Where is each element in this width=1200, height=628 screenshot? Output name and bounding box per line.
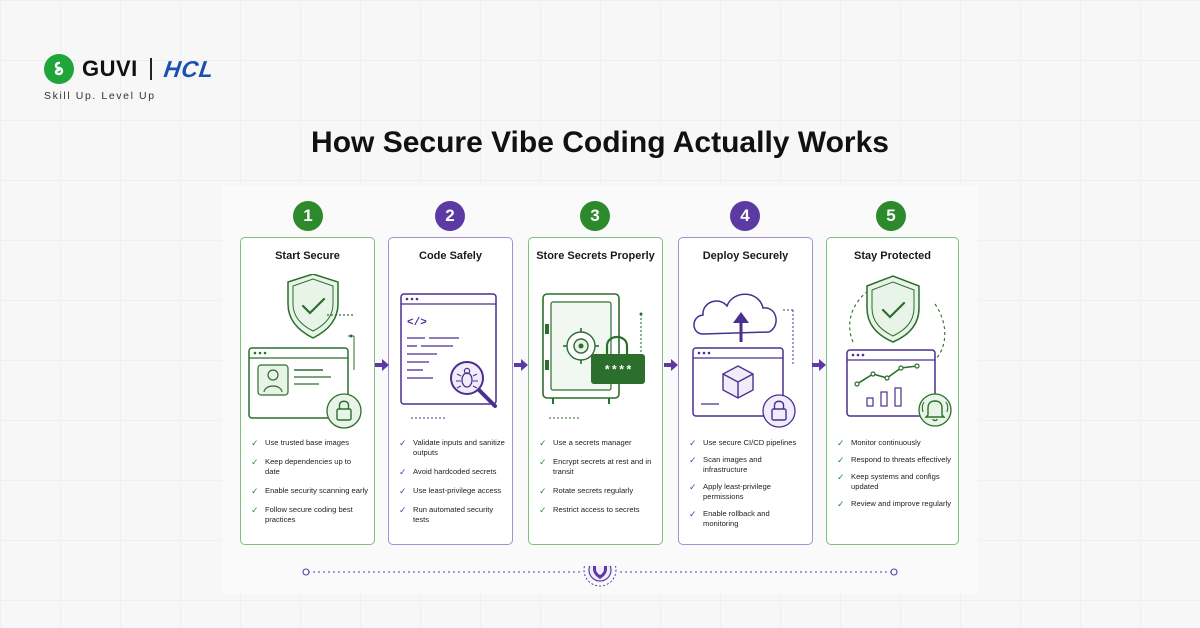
list-item: ✓Avoid hardcoded secrets	[399, 467, 497, 477]
bullet-list: ✓Validate inputs and sanitize outputs ✓A…	[399, 438, 506, 534]
check-icon: ✓	[689, 455, 697, 465]
check-icon: ✓	[837, 472, 845, 482]
check-icon: ✓	[399, 505, 407, 515]
list-item: ✓Enable security scanning early	[251, 486, 368, 496]
check-icon: ✓	[539, 486, 547, 496]
check-icon: ✓	[539, 438, 547, 448]
arrow-right-icon	[514, 359, 528, 371]
step-card-deploy-securely: Deploy Securely ✓Use secure CI/CD pipeli…	[678, 237, 813, 545]
list-item: ✓Scan images and infrastructure	[689, 455, 762, 474]
arrow-right-icon	[812, 359, 826, 371]
list-item: ✓Validate inputs and sanitize outputs	[399, 438, 505, 457]
list-item: ✓Respond to threats effectively	[837, 455, 951, 465]
check-icon: ✓	[399, 467, 407, 477]
list-item: ✓Use trusted base images	[251, 438, 349, 448]
arrow-right-icon	[375, 359, 389, 371]
check-icon: ✓	[837, 455, 845, 465]
check-icon: ✓	[689, 482, 697, 492]
check-icon: ✓	[539, 457, 547, 467]
step-card-store-secrets: Store Secrets Properly **** ✓Use a secre…	[528, 237, 663, 545]
list-item: ✓Apply least-privilege permissions	[689, 482, 771, 501]
step-card-code-safely: Code Safely </> ✓	[388, 237, 513, 545]
check-icon: ✓	[689, 509, 697, 519]
check-icon: ✓	[251, 505, 259, 515]
svg-text:****: ****	[604, 364, 633, 378]
shield-browser-profile-lock-icon	[241, 273, 374, 434]
list-item: ✓Use secure CI/CD pipelines	[689, 438, 797, 448]
code-window-bug-magnifier-icon: </>	[389, 274, 512, 434]
guvi-logo-icon	[44, 54, 74, 84]
brand-logo: GUVI HCL Skill Up. Level Up	[44, 54, 216, 102]
check-icon: ✓	[837, 499, 845, 509]
list-item: ✓Run automated security tests	[399, 505, 494, 524]
step-number-3: 3	[580, 201, 610, 231]
step-number-2: 2	[435, 201, 465, 231]
check-icon: ✓	[399, 438, 407, 448]
page-title: How Secure Vibe Coding Actually Works	[311, 126, 889, 159]
list-item: ✓Use least-privilege access	[399, 486, 502, 496]
step-number-5: 5	[876, 201, 906, 231]
list-item: ✓Keep systems and configs updated	[837, 472, 940, 491]
brand-divider	[149, 58, 152, 80]
card-title: Start Secure	[275, 250, 340, 262]
check-icon: ✓	[539, 505, 547, 515]
list-item: ✓Encrypt secrets at rest and in transit	[539, 457, 652, 476]
check-icon: ✓	[689, 438, 697, 448]
check-icon: ✓	[251, 486, 259, 496]
list-item: ✓Keep dependencies up to date	[251, 457, 352, 476]
step-number-4: 4	[730, 201, 760, 231]
card-title: Code Safely	[419, 250, 482, 262]
vault-padlock-password-icon: ****	[529, 274, 662, 434]
arrow-right-icon	[664, 359, 678, 371]
guvi-wordmark: GUVI	[82, 56, 138, 81]
bullet-list: ✓Monitor continuously ✓Respond to threat…	[837, 438, 952, 516]
list-item: ✓Monitor continuously	[837, 438, 921, 448]
check-icon: ✓	[251, 457, 259, 467]
card-title: Stay Protected	[853, 250, 932, 262]
step-card-start-secure: Start Secure ✓Use trusted base images ✓K	[240, 237, 375, 545]
list-item: ✓Follow secure coding best practices	[251, 505, 353, 524]
shield-dashboard-bell-icon	[827, 274, 958, 434]
svg-text:</>: </>	[407, 317, 427, 329]
list-item: ✓Review and improve regularly	[837, 499, 952, 509]
step-number-1: 1	[293, 201, 323, 231]
list-item: ✓Restrict access to secrets	[539, 505, 640, 515]
cloud-upload-container-lock-icon	[679, 274, 812, 434]
card-title: Deploy Securely	[702, 250, 789, 262]
check-icon: ✓	[251, 438, 259, 448]
list-item: ✓Use a secrets manager	[539, 438, 632, 448]
step-card-stay-protected: Stay Protected ✓Monitor contin	[826, 237, 959, 545]
list-item: ✓Rotate secrets regularly	[539, 486, 634, 496]
bullet-list: ✓Use secure CI/CD pipelines ✓Scan images…	[689, 438, 806, 536]
footer-connector	[302, 566, 898, 587]
bullet-list: ✓Use trusted base images ✓Keep dependenc…	[251, 438, 368, 534]
check-icon: ✓	[837, 438, 845, 448]
hcl-wordmark: HCL	[162, 55, 216, 82]
bullet-list: ✓Use a secrets manager ✓Encrypt secrets …	[539, 438, 656, 524]
card-title: Store Secrets Properly	[536, 250, 655, 262]
brand-tagline: Skill Up. Level Up	[44, 90, 156, 102]
check-icon: ✓	[399, 486, 407, 496]
list-item: ✓Enable rollback and monitoring	[689, 509, 770, 528]
